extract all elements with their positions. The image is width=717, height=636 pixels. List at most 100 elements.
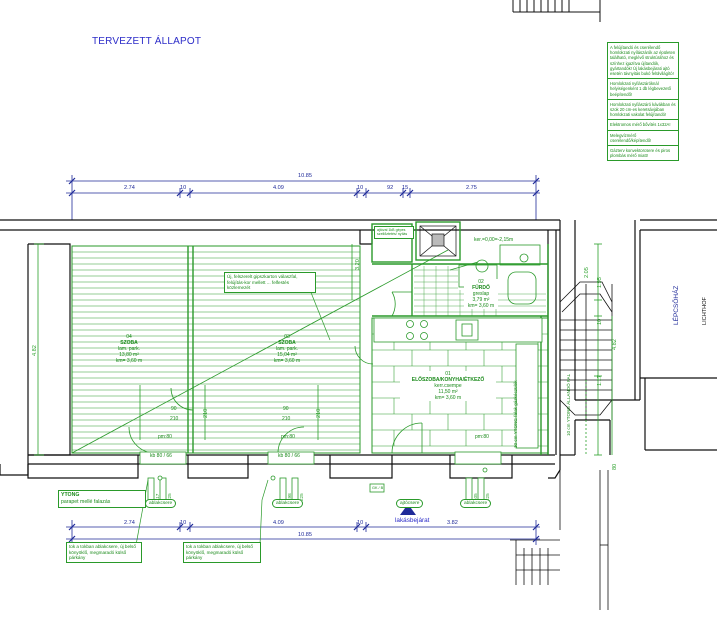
room-04-floor: lam. park.	[118, 346, 140, 352]
dim-bottom-total: 10.85	[298, 532, 312, 538]
room-04-label: 04 SZOBA lam. park. 13,80 m² km= 3,60 m	[104, 334, 154, 364]
dim-bottom-d: 10	[357, 520, 364, 526]
top-dimension-ticks	[68, 177, 540, 197]
dim-win1-w: 90	[171, 406, 177, 412]
window-marker-1	[157, 475, 163, 481]
left-vertical-dims	[34, 243, 353, 456]
entrance-arrow	[400, 504, 416, 515]
dim-right-e: 1.17	[597, 375, 603, 386]
dim-top-c: 4.09	[273, 185, 284, 191]
door-replace-pill: ajtócsere	[396, 499, 424, 508]
dim-bottom-e: 3.82	[447, 520, 458, 526]
ytong-title: YTONG	[61, 492, 80, 498]
room-02-name: FÜRDŐ	[472, 285, 490, 291]
dim-right-d: 4.82	[612, 339, 618, 350]
entrance-label: lakásbejárat	[395, 517, 430, 524]
shaft-symbol	[419, 225, 457, 257]
dim-win1-h-label: 210	[170, 416, 179, 422]
window-box-1: kb 80 / 66	[150, 453, 172, 459]
dim-top-f: 15	[402, 185, 409, 191]
top-neighbour-lines	[512, 0, 601, 22]
window-marker-2	[270, 475, 276, 481]
legend-note-4: Elektromos mérő bővítés 1x32A!	[608, 120, 678, 131]
small-box-label: GK / B	[372, 486, 384, 490]
pm-label-1: pm:80	[158, 434, 172, 440]
dim-right-f: 80	[612, 463, 618, 470]
dim-win2-w: 90	[283, 406, 289, 412]
dim-bottom-b: 10	[180, 520, 187, 526]
room-03-area: 15,04 m²	[277, 352, 297, 358]
room-04-area: 13,80 m²	[119, 352, 139, 358]
dim-top-b: 10	[180, 185, 187, 191]
room-03-name: SZOBA	[278, 340, 296, 346]
kitchen-wall-note: 10 cm YTONG falak gázkészülék	[513, 380, 518, 449]
pm-label-2: pm:80	[281, 434, 295, 440]
dim-bottom-a: 2.74	[124, 520, 135, 526]
room-04-km: km= 3,60 m	[115, 358, 143, 364]
dim-top-total: 10.85	[298, 173, 312, 179]
window-box-2: kb 80 / 66	[278, 453, 300, 459]
legend-note-3: Homlokzati nyílászáró kávákban és szok 2…	[608, 100, 678, 121]
dim-win1-h: 210	[203, 408, 209, 418]
right-vertical-dims	[585, 243, 613, 456]
top-dimension-lines	[66, 175, 540, 220]
room-02-label: 02 FÜRDŐ greslap 3,79 m² km= 3,60 m	[464, 279, 498, 309]
dim-win2-h: 210	[316, 408, 322, 418]
leader-lines	[135, 261, 479, 546]
window-note-2: tok a tokban ablakcsere, új belső könyök…	[183, 542, 261, 563]
dim-right-c: 10	[597, 318, 603, 325]
shaft-note: ajtóval 1kB gépes szellőztetés/ nyílás	[374, 226, 414, 239]
window-replace-pill-1: ablakcsere	[145, 499, 177, 508]
room-01-floor: kerr.csempe	[434, 383, 462, 389]
staircase-label: LÉPCSŐHÁZ	[673, 285, 680, 325]
pm-label-3: pm:80	[475, 434, 489, 440]
existing-walls	[0, 219, 717, 479]
legend-note-6: Gázterv konvektorcsere és piros plombás …	[610, 148, 671, 159]
dim-bottom-c: 4.09	[273, 520, 284, 526]
legend-note-2: Homlokzati nyílászáróknál helyiségenként…	[608, 79, 678, 100]
ytong-subtitle: parapet mellé falazás	[61, 499, 111, 505]
room-03-km: km= 3,60 m	[273, 358, 301, 364]
section-diagonal	[71, 249, 449, 454]
room-02-num: 02	[478, 279, 484, 285]
legend-note-1: A felújítandó és cserélendő homlokzati n…	[608, 43, 678, 80]
dim-right-b: 1.95	[597, 277, 603, 288]
level-note: ker.=0,00=-2,15m	[474, 237, 514, 243]
window-sills	[139, 451, 502, 501]
room-01-label: 01 ELŐSZOBA/KONYHA/ÉTKEZŐ kerr.csempe 11…	[400, 371, 496, 401]
courtyard-label: LICHTHOF	[702, 297, 708, 325]
room-01-area: 11,50 m²	[438, 389, 458, 395]
ytong-note: YTONG parapet mellé falazás	[58, 490, 146, 508]
drawing-title: TERVEZETT ÁLLAPOT	[92, 36, 202, 47]
window-replace-pill-3: ablakcsere	[460, 499, 492, 508]
new-partitions	[371, 221, 549, 455]
room-04-num: 04	[126, 334, 132, 340]
kitchen-counter	[373, 317, 543, 449]
dim-mid-vertical: 3.20	[355, 259, 361, 270]
bottom-neighbour	[510, 470, 609, 610]
room-02-area: 3,79 m²	[472, 297, 490, 303]
room-01-km: km= 3,60 m	[434, 395, 462, 401]
room-01-num: 01	[445, 371, 451, 377]
partition-note: Új, felszerelt gipszkarton válaszfal, fe…	[224, 272, 316, 293]
legend-note-5: Melegvízmérő cserélendő/képítendő!	[608, 131, 678, 147]
window-note-1: tok a tokban ablakcsere, új belső könyök…	[66, 542, 142, 563]
room-03-floor: lam. park.	[276, 346, 298, 352]
dim-top-d: 10	[357, 185, 364, 191]
legend-box: A felújítandó és cserélendő homlokzati n…	[607, 42, 679, 162]
bottom-dimension-ticks	[68, 523, 540, 543]
dim-right-a: 2.05	[584, 267, 590, 278]
room-02-floor: greslap	[472, 291, 490, 297]
dim-top-a: 2.74	[124, 185, 135, 191]
window-replace-pill-2: ablakcsere	[272, 499, 304, 508]
window-marker-3	[482, 467, 488, 473]
room-03-num: 03	[284, 334, 290, 340]
room-01-name: ELŐSZOBA/KONYHA/ÉTKEZŐ	[411, 377, 485, 383]
dim-win2-h-label: 210	[282, 416, 291, 422]
dim-top-e: 92	[387, 185, 394, 191]
room-04-name: SZOBA	[120, 340, 138, 346]
room-02-km: km= 3,60 m	[467, 303, 495, 309]
ytong-wall-note: 10 cm YTONG ÁLLANDÓ FAL	[566, 373, 571, 436]
dim-top-g: 2.75	[466, 185, 477, 191]
